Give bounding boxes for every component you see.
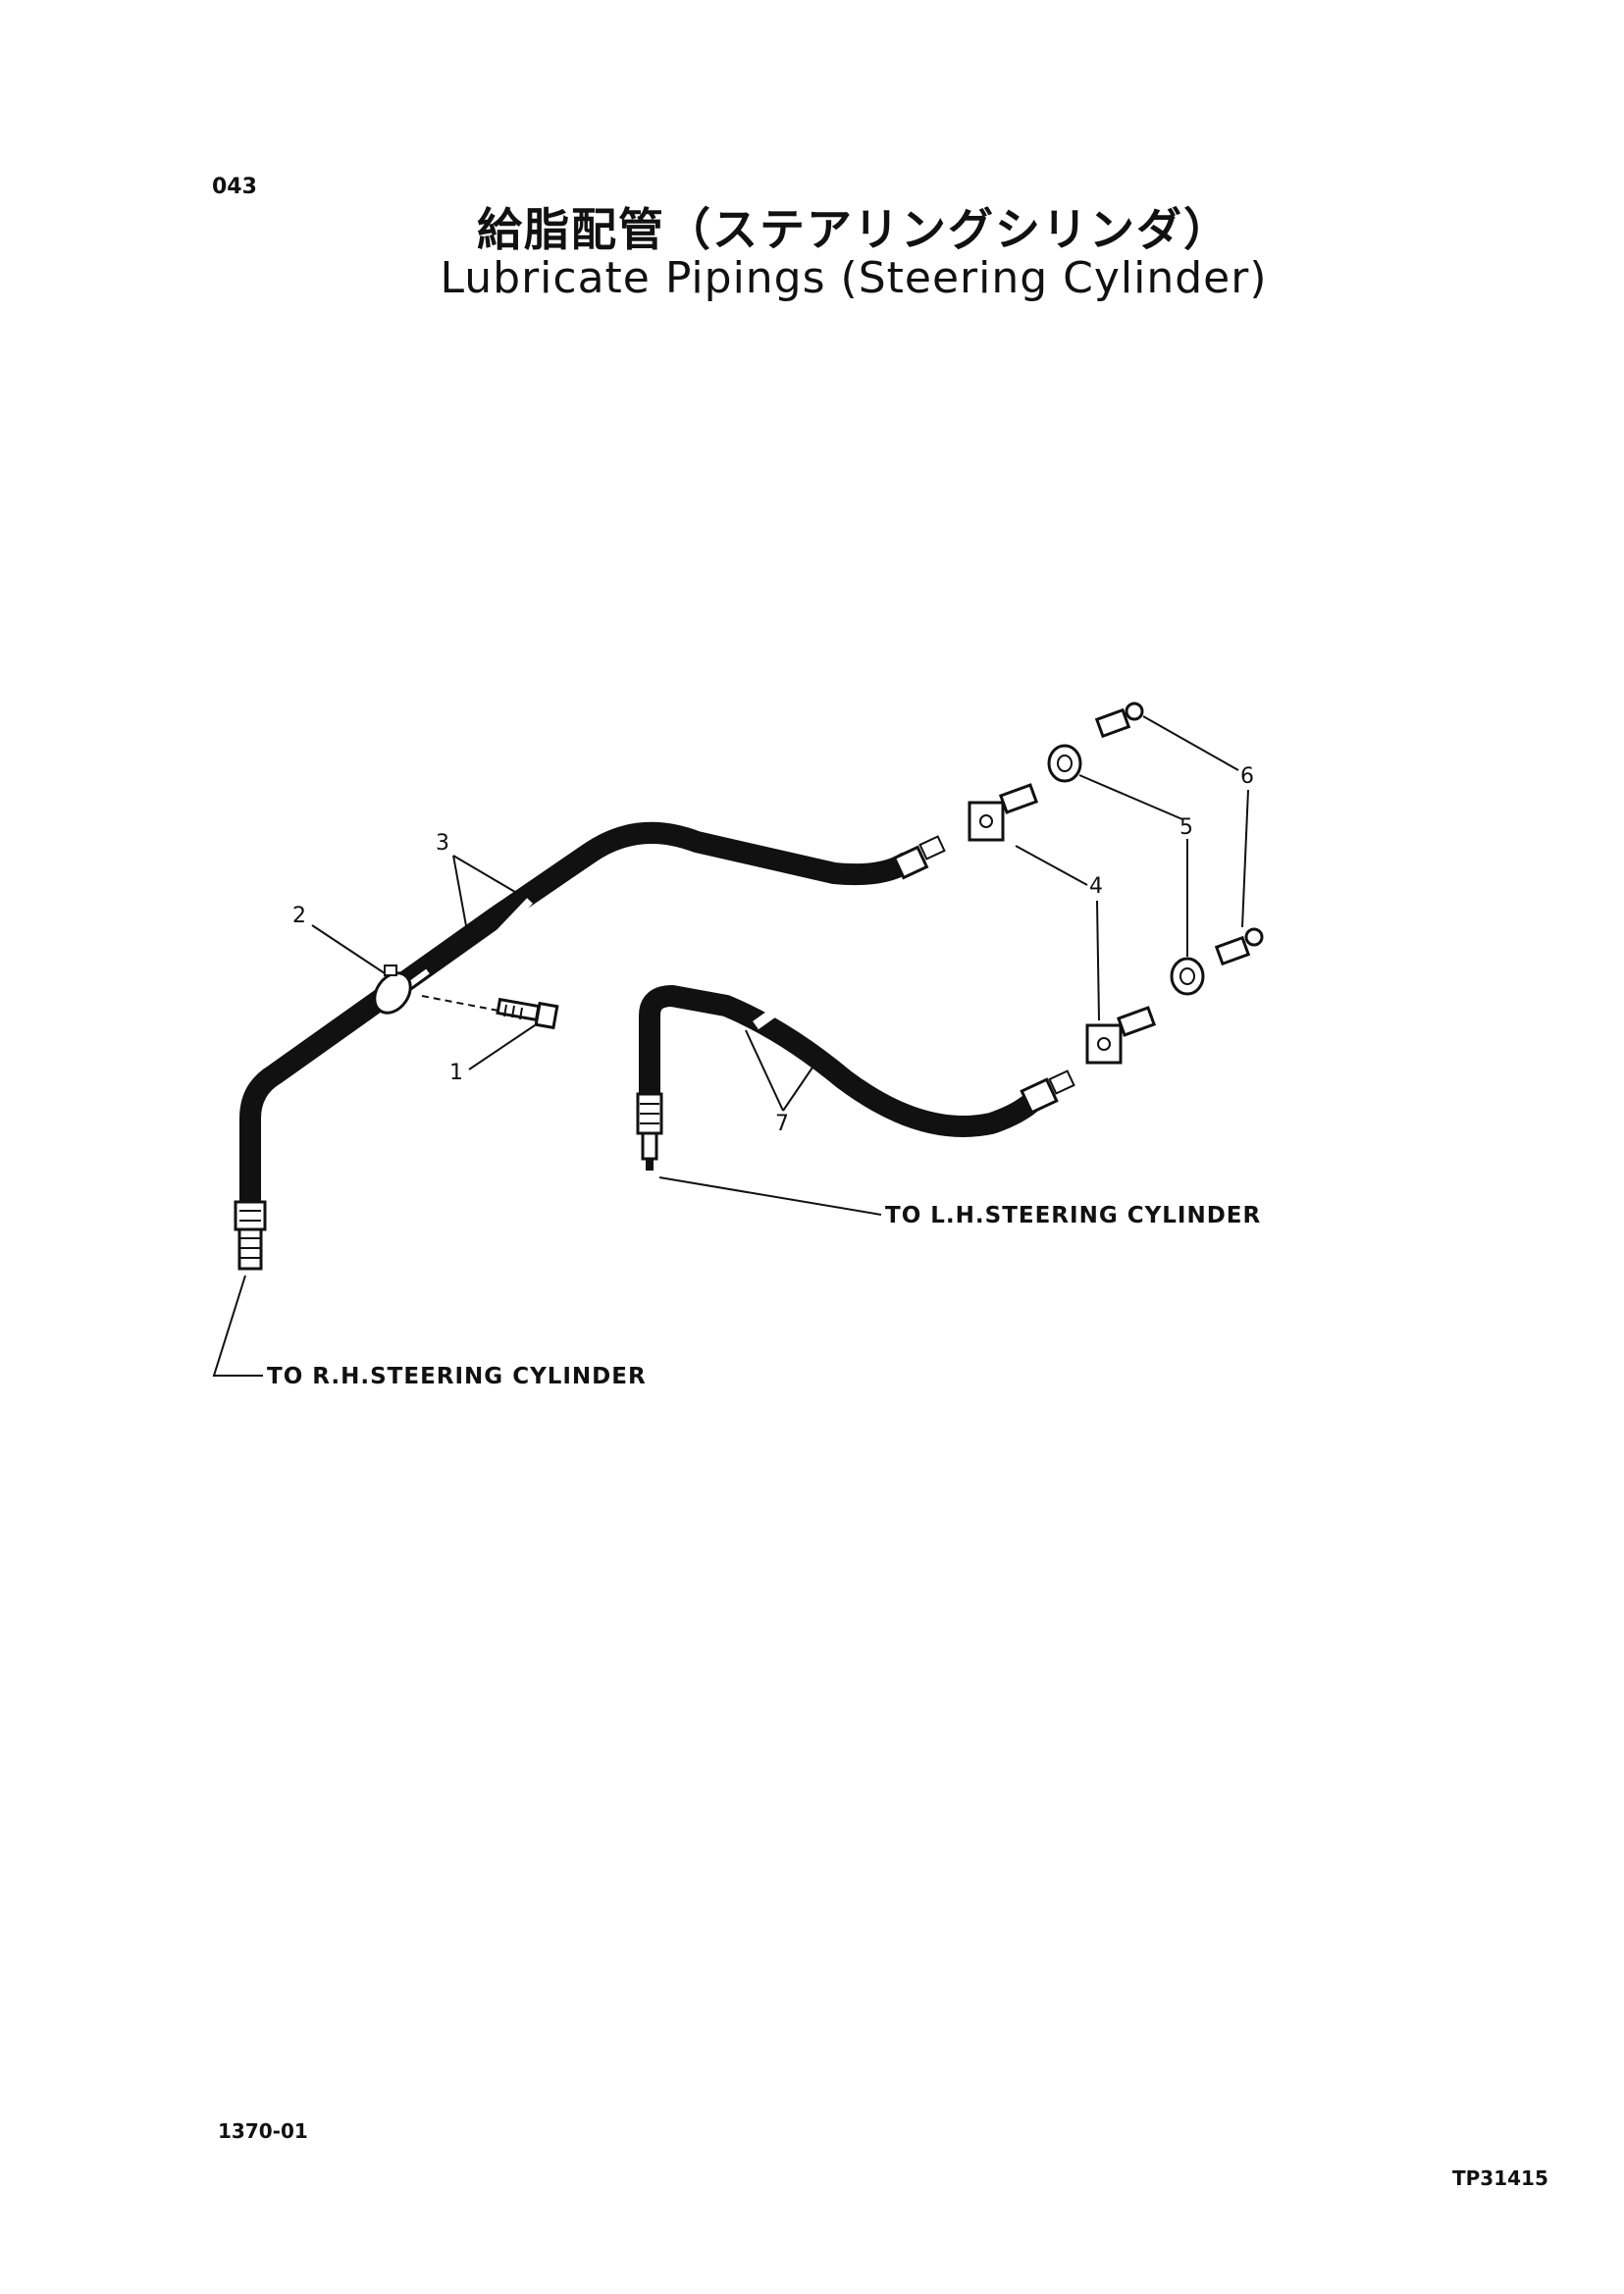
page-number: 043 bbox=[212, 175, 257, 199]
callout-7: 7 bbox=[775, 1112, 789, 1136]
grease-fitting-6-upper bbox=[1094, 702, 1144, 739]
adapter-4-lower bbox=[1085, 1006, 1157, 1065]
bolt-1 bbox=[421, 995, 559, 1030]
hose-end-fitting-lower-right bbox=[1020, 1069, 1075, 1115]
drawing-code: 1370-01 bbox=[218, 2119, 308, 2143]
page-title-japanese: 給脂配管（ステアリングシリンダ） bbox=[477, 203, 1231, 256]
callout-2: 2 bbox=[292, 904, 306, 928]
nut-5-upper bbox=[1047, 744, 1082, 783]
callout-1: 1 bbox=[449, 1061, 463, 1085]
callout-3: 3 bbox=[436, 831, 449, 856]
leader-lines bbox=[212, 715, 1249, 1377]
callout-4: 4 bbox=[1089, 874, 1103, 899]
grease-fitting-6-lower bbox=[1214, 927, 1264, 966]
hose-assembly-3 bbox=[239, 821, 915, 1207]
hose-end-fitting-rh bbox=[234, 1200, 267, 1271]
callout-5: 5 bbox=[1179, 815, 1193, 840]
hose-assembly-7 bbox=[639, 985, 1043, 1137]
callout-6: 6 bbox=[1240, 764, 1254, 789]
reference-code: TP31415 bbox=[1452, 2166, 1548, 2190]
clamp-2 bbox=[373, 965, 412, 1015]
nut-5-lower bbox=[1170, 957, 1205, 996]
destination-rh-label: TO R.H.STEERING CYLINDER bbox=[267, 1364, 647, 1389]
page-title-english: Lubricate Pipings (Steering Cylinder) bbox=[440, 253, 1268, 303]
destination-lh-label: TO L.H.STEERING CYLINDER bbox=[885, 1203, 1261, 1228]
hose-end-fitting-upper bbox=[892, 835, 946, 880]
hose-end-fitting-lh bbox=[636, 1092, 663, 1171]
adapter-4-upper bbox=[968, 783, 1039, 842]
